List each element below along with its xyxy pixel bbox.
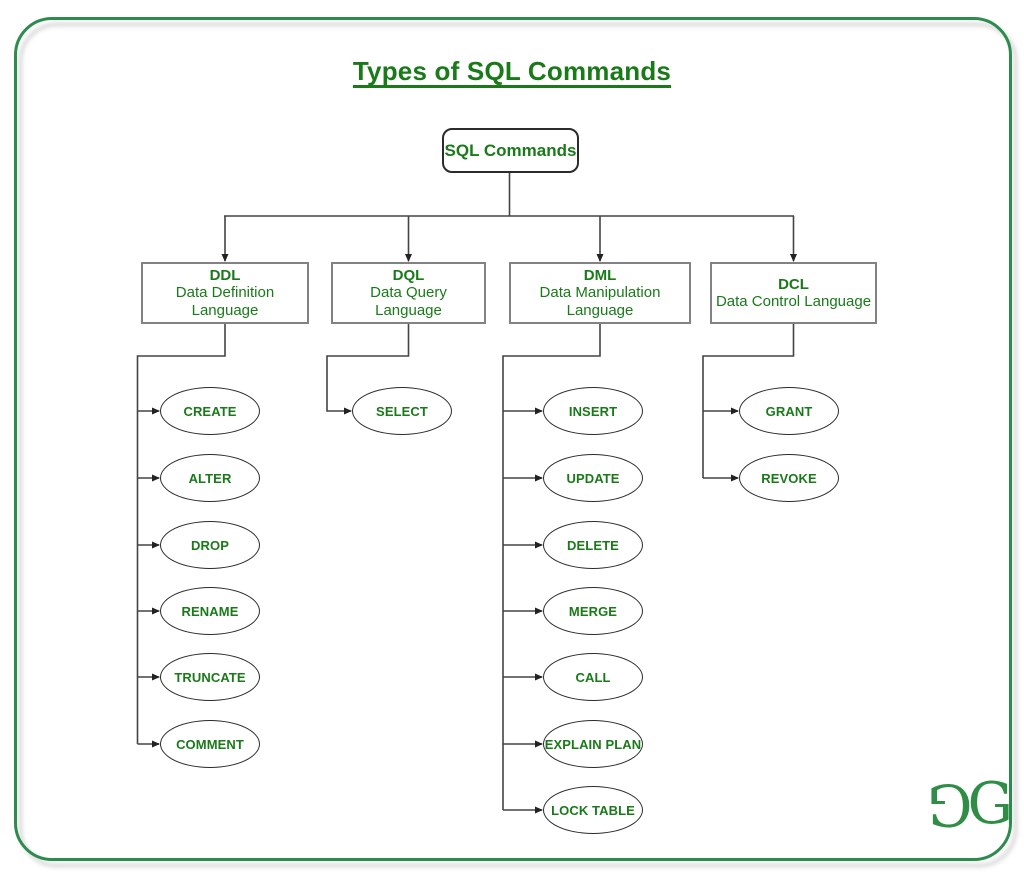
leaf-comment: COMMENT [160,720,260,768]
page-title: Types of SQL Commands [352,56,672,86]
leaf-alter: ALTER [160,454,260,502]
leaf-call: CALL [543,653,643,701]
node-ddl-abbr: DDL [209,266,241,284]
node-dml: DML Data Manipulation Language [509,262,691,324]
node-dcl-abbr: DCL [778,275,809,293]
node-ddl-name-line1: Data Definition [175,284,275,302]
leaf-drop: DROP [160,521,260,569]
node-ddl: DDL Data Definition Language [141,262,309,324]
leaf-grant: GRANT [739,387,839,435]
leaf-revoke: REVOKE [739,454,839,502]
leaf-merge: MERGE [543,587,643,635]
node-dml-name-line1: Data Manipulation [539,284,661,302]
leaf-explain-plan: EXPLAIN PLAN [543,720,643,768]
leaf-truncate: TRUNCATE [160,653,260,701]
node-dql-name-line1: Data Query [370,284,447,302]
logo-g: G [967,771,1014,837]
logo-g-flipped: G [927,771,973,837]
card-frame [14,17,1012,861]
node-ddl-name-line2: Language [191,301,259,319]
node-dql: DQL Data Query Language [331,262,486,324]
node-sql-commands-label: SQL Commands [444,140,577,160]
leaf-lock-table: LOCK TABLE [543,786,643,834]
leaf-select: SELECT [352,387,452,435]
node-dql-abbr: DQL [392,266,425,284]
leaf-update: UPDATE [543,454,643,502]
geeksforgeeks-logo: GG [927,771,1014,837]
node-dml-abbr: DML [583,266,617,284]
node-dcl: DCL Data Control Language [710,262,877,324]
leaf-delete: DELETE [543,521,643,569]
node-dml-name-line2: Language [566,301,634,319]
node-dcl-name-line1: Data Control Language [715,293,872,310]
node-sql-commands: SQL Commands [442,128,579,173]
leaf-insert: INSERT [543,387,643,435]
node-dql-name-line2: Language [375,301,442,319]
leaf-create: CREATE [160,387,260,435]
leaf-rename: RENAME [160,587,260,635]
